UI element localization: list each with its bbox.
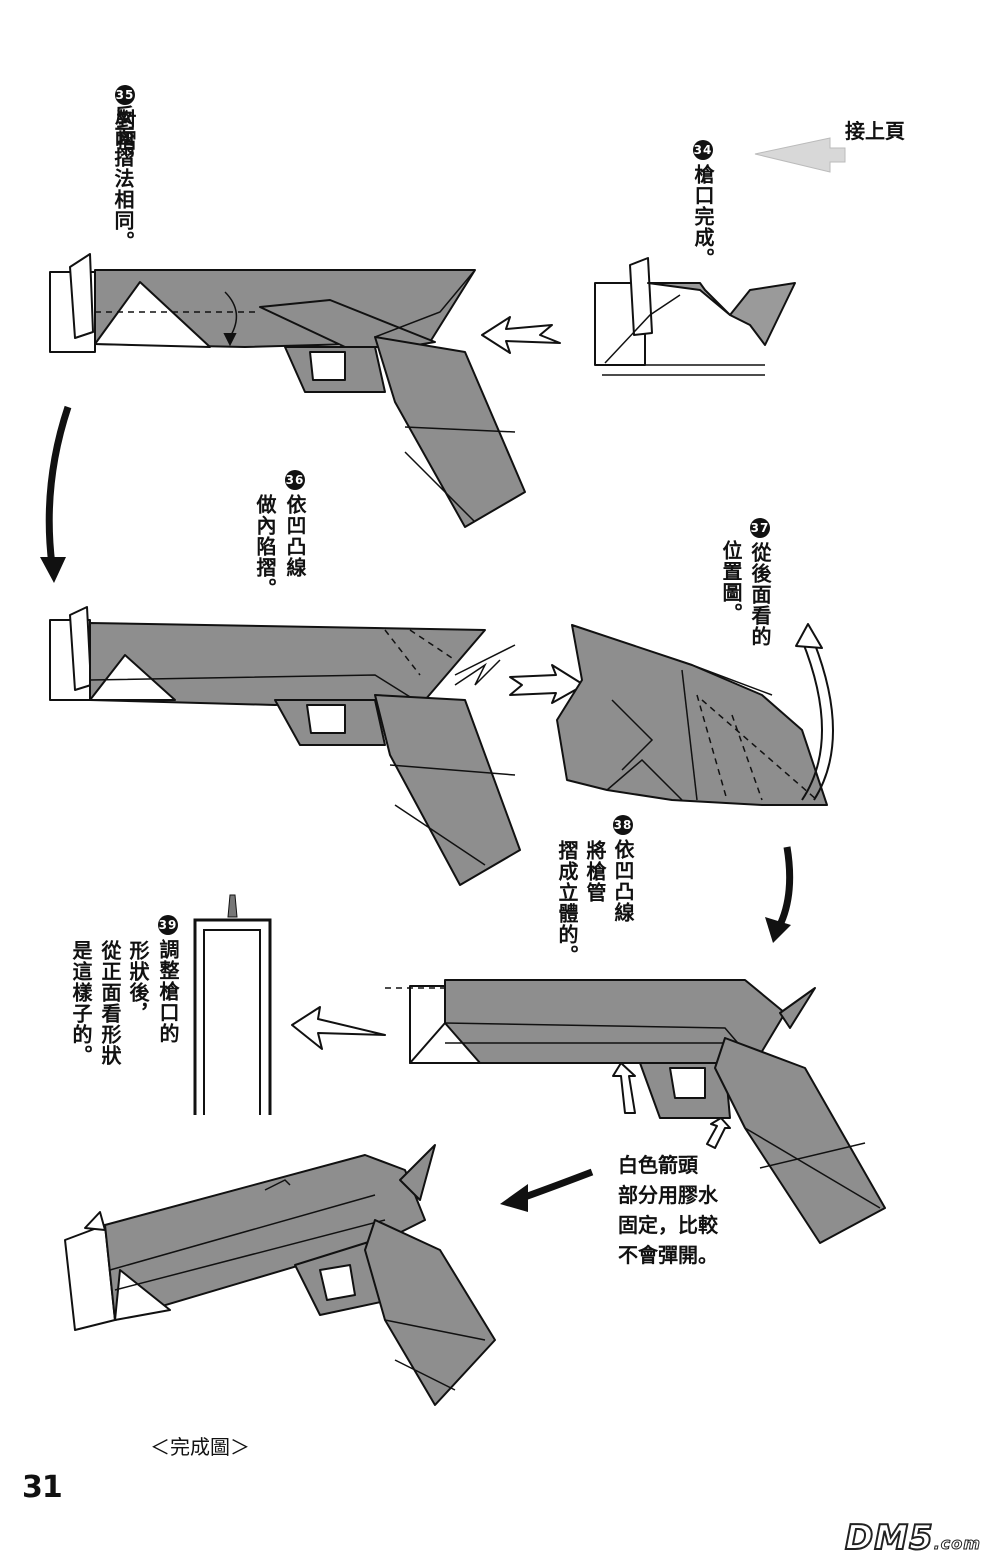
- final-figure: [64, 1144, 496, 1406]
- step-38-caption-line2: 將槍管: [583, 840, 607, 903]
- step-38-line1: 依凹凸線: [611, 839, 635, 923]
- step-36-number: 36: [285, 470, 305, 490]
- step-37-figure: [556, 623, 834, 806]
- step-34-figure: [594, 257, 796, 376]
- step-39-caption-line4: 是這樣子的。: [69, 940, 93, 1066]
- step-37-line1: 從後面看的: [748, 542, 772, 647]
- step-39-number: 39: [158, 915, 178, 935]
- step-39-caption-line3: 從正面看形狀: [98, 940, 122, 1066]
- step-39-line1: 調整槍口的: [156, 939, 180, 1044]
- step-37-caption: 37 從後面看的: [747, 518, 773, 647]
- page-number: 31: [22, 1470, 63, 1505]
- step-37-caption-line2: 位置圖。: [719, 540, 743, 624]
- step-35-number: 35: [115, 85, 135, 105]
- step-36-caption: 36 依凹凸線: [282, 470, 308, 578]
- glue-note-line1: 白色箭頭: [618, 1153, 698, 1177]
- step-34-number: 34: [693, 140, 713, 160]
- arrow-36-to-37-icon: [509, 664, 585, 704]
- glue-note-line3: 固定，比較: [618, 1213, 718, 1237]
- step-34-text: 槍口完成。: [691, 164, 715, 269]
- glue-note-line4: 不會彈開。: [618, 1243, 718, 1267]
- final-caption: ＜完成圖＞: [150, 1435, 250, 1459]
- step-38-caption: 38 依凹凸線: [610, 815, 636, 923]
- arrow-37-to-38-icon: [765, 846, 794, 943]
- step-36-line1: 依凹凸線: [283, 494, 307, 578]
- step-38-caption-line3: 摺成立體的。: [555, 840, 579, 966]
- step-39-caption-line2: 形狀後，: [126, 940, 150, 1024]
- watermark-logo: DM5.com: [844, 1517, 981, 1559]
- step-39-figure: [193, 894, 272, 1115]
- arrow-38-to-39-icon: [291, 1006, 386, 1050]
- step-39-caption: 39 調整槍口的: [155, 915, 181, 1044]
- step-37-number: 37: [750, 518, 770, 538]
- arrow-35-to-36-icon: [40, 405, 72, 583]
- step-36-caption-line2: 做內陷摺。: [253, 494, 277, 599]
- arrow-34-to-35-icon: [481, 316, 561, 354]
- arrow-to-final-icon: [500, 1168, 594, 1212]
- step-35-line1: 對摺，: [113, 109, 137, 172]
- step-35-caption: 35 對摺，: [112, 85, 138, 172]
- continue-arrow-icon: [754, 137, 846, 173]
- watermark-suffix: .com: [933, 1534, 981, 1554]
- step-36-figure: [49, 606, 521, 886]
- continue-label: 接上頁: [845, 119, 905, 143]
- step-38-number: 38: [613, 815, 633, 835]
- step-38-figure: [385, 979, 886, 1244]
- glue-note-line2: 部分用膠水: [618, 1183, 718, 1207]
- step-35-figure: [49, 253, 526, 528]
- watermark-main: DM5: [844, 1517, 934, 1559]
- step-35-caption-line2: 反面摺法相同。: [111, 105, 135, 252]
- glue-note: 白色箭頭 部分用膠水 固定，比較 不會彈開。: [618, 1150, 718, 1270]
- step-34-caption: 34 槍口完成。: [690, 140, 716, 269]
